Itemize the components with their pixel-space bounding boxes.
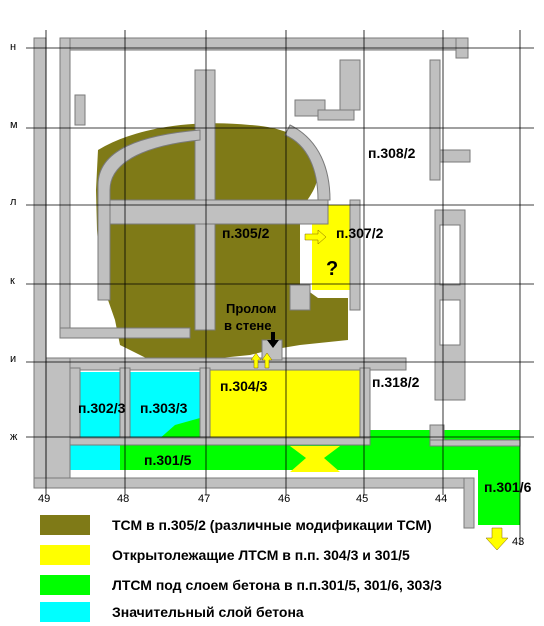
room-label-307: п.307/2 xyxy=(336,225,384,241)
tcm-area xyxy=(96,123,348,360)
room-labels: п.305/2 п.307/2 ? п.308/2 Пролом в стене… xyxy=(78,145,532,495)
column-label: 47 xyxy=(198,493,210,505)
concrete-area-302 xyxy=(80,372,125,438)
ltcm-area-301-5-open xyxy=(290,446,340,472)
breach-label-line2: в стене xyxy=(224,318,272,333)
breach-label-line1: Пролом xyxy=(226,301,276,316)
room-label-301-6: п.301/6 xyxy=(484,479,532,495)
row-label: и xyxy=(10,353,16,365)
room-label-318: п.318/2 xyxy=(372,374,420,390)
breach-arrow-icon xyxy=(267,332,279,348)
material-areas xyxy=(47,123,520,525)
row-labels: н м л к и ж xyxy=(10,41,18,443)
room-label-305: п.305/2 xyxy=(222,225,270,241)
row-label: к xyxy=(10,275,15,287)
arrow-to-307-icon xyxy=(304,229,327,245)
row-label: ж xyxy=(10,431,18,443)
column-label: 49 xyxy=(38,493,50,505)
walls xyxy=(33,37,521,529)
arrow-up-304-right-icon xyxy=(261,352,273,369)
column-label: 45 xyxy=(356,493,368,505)
column-label: 48 xyxy=(117,493,129,505)
column-label: 43 xyxy=(512,536,524,548)
ltcm-area-304 xyxy=(208,370,361,440)
column-label: 44 xyxy=(435,493,447,505)
ltcm-area-301-6 xyxy=(478,470,520,525)
ltcm-area-303 xyxy=(158,418,200,442)
row-label: л xyxy=(10,196,16,208)
question-mark: ? xyxy=(326,258,338,280)
row-label: м xyxy=(10,119,18,131)
grid-lines xyxy=(26,30,534,545)
arrow-down-301-6-icon xyxy=(485,527,509,551)
room-label-304: п.304/3 xyxy=(220,378,268,394)
room-label-301-5: п.301/5 xyxy=(144,452,192,468)
arrows xyxy=(250,229,509,551)
column-label: 46 xyxy=(278,493,290,505)
room-label-302: п.302/3 xyxy=(78,400,126,416)
row-label: н xyxy=(10,41,16,53)
room-label-303: п.303/3 xyxy=(140,400,188,416)
arrow-up-304-left-icon xyxy=(250,352,262,369)
room-label-308: п.308/2 xyxy=(368,145,416,161)
column-labels: 49 48 47 46 45 44 43 xyxy=(38,493,524,548)
